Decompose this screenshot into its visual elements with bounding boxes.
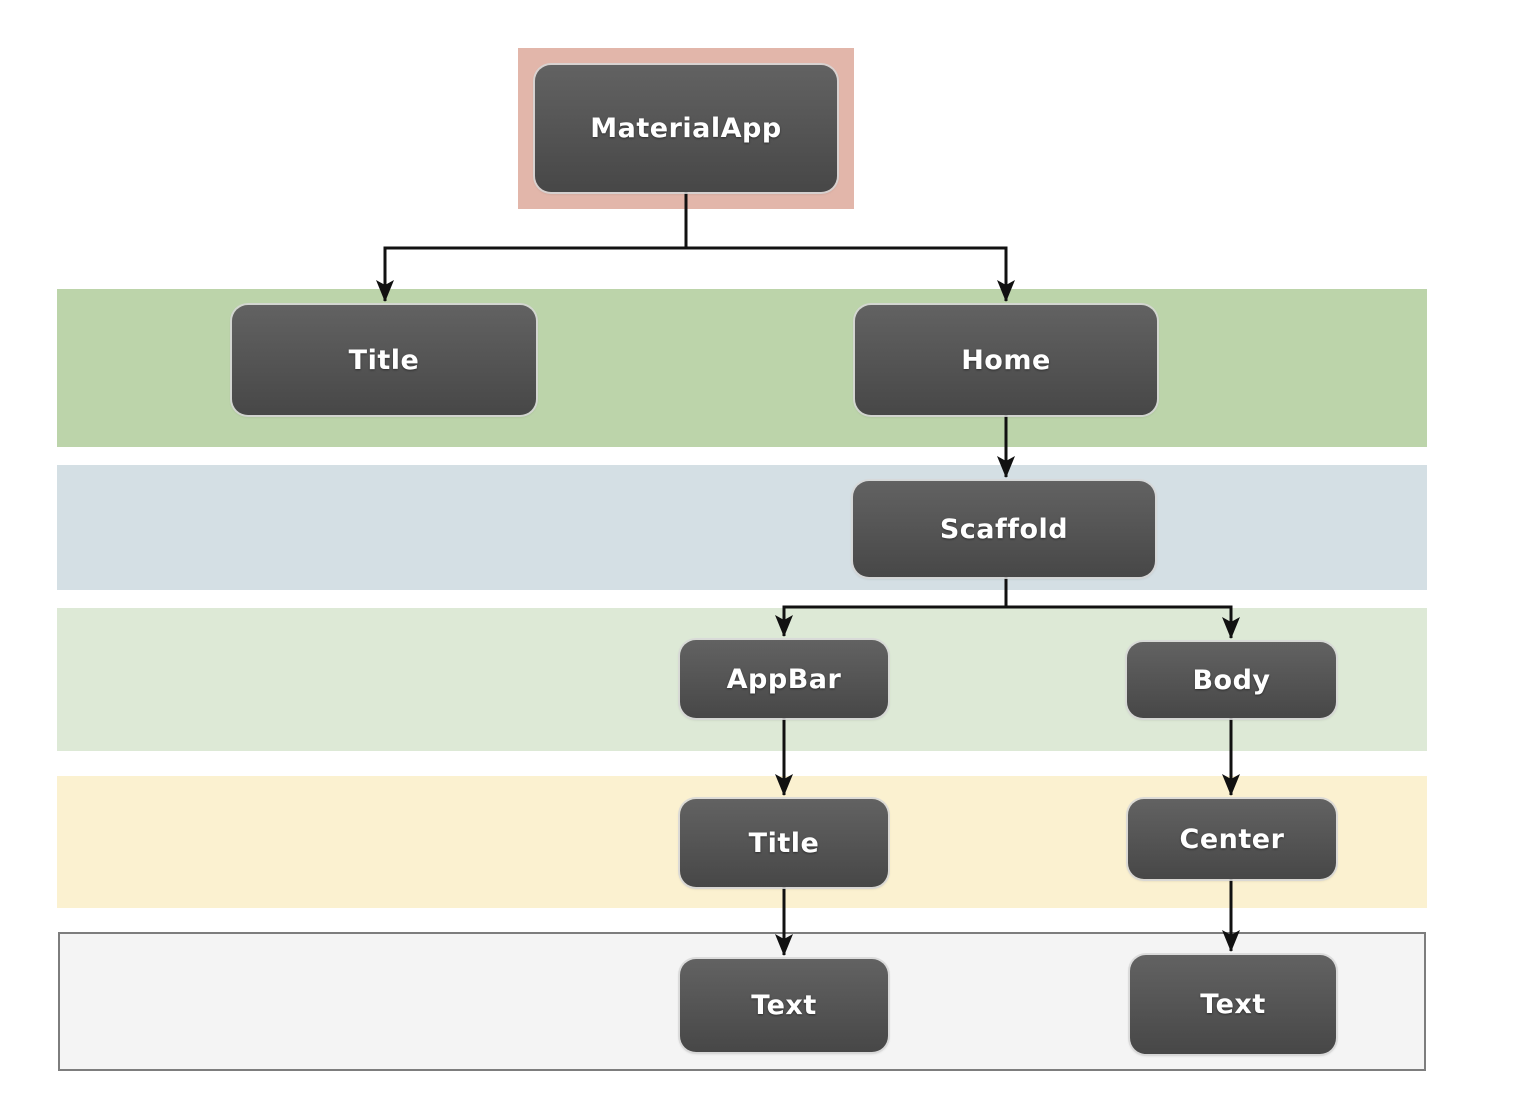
node-text-left: Text: [680, 959, 888, 1052]
node-text-right: Text: [1130, 955, 1336, 1054]
node-center: Center: [1128, 799, 1336, 879]
node-body: Body: [1127, 642, 1336, 718]
node-title-appbar: Title: [680, 799, 888, 887]
node-appbar: AppBar: [680, 640, 888, 718]
node-home: Home: [855, 305, 1157, 415]
node-title-top: Title: [232, 305, 536, 415]
node-materialapp: MaterialApp: [535, 65, 837, 192]
row-band-2: [57, 465, 1427, 590]
node-scaffold: Scaffold: [853, 481, 1155, 577]
